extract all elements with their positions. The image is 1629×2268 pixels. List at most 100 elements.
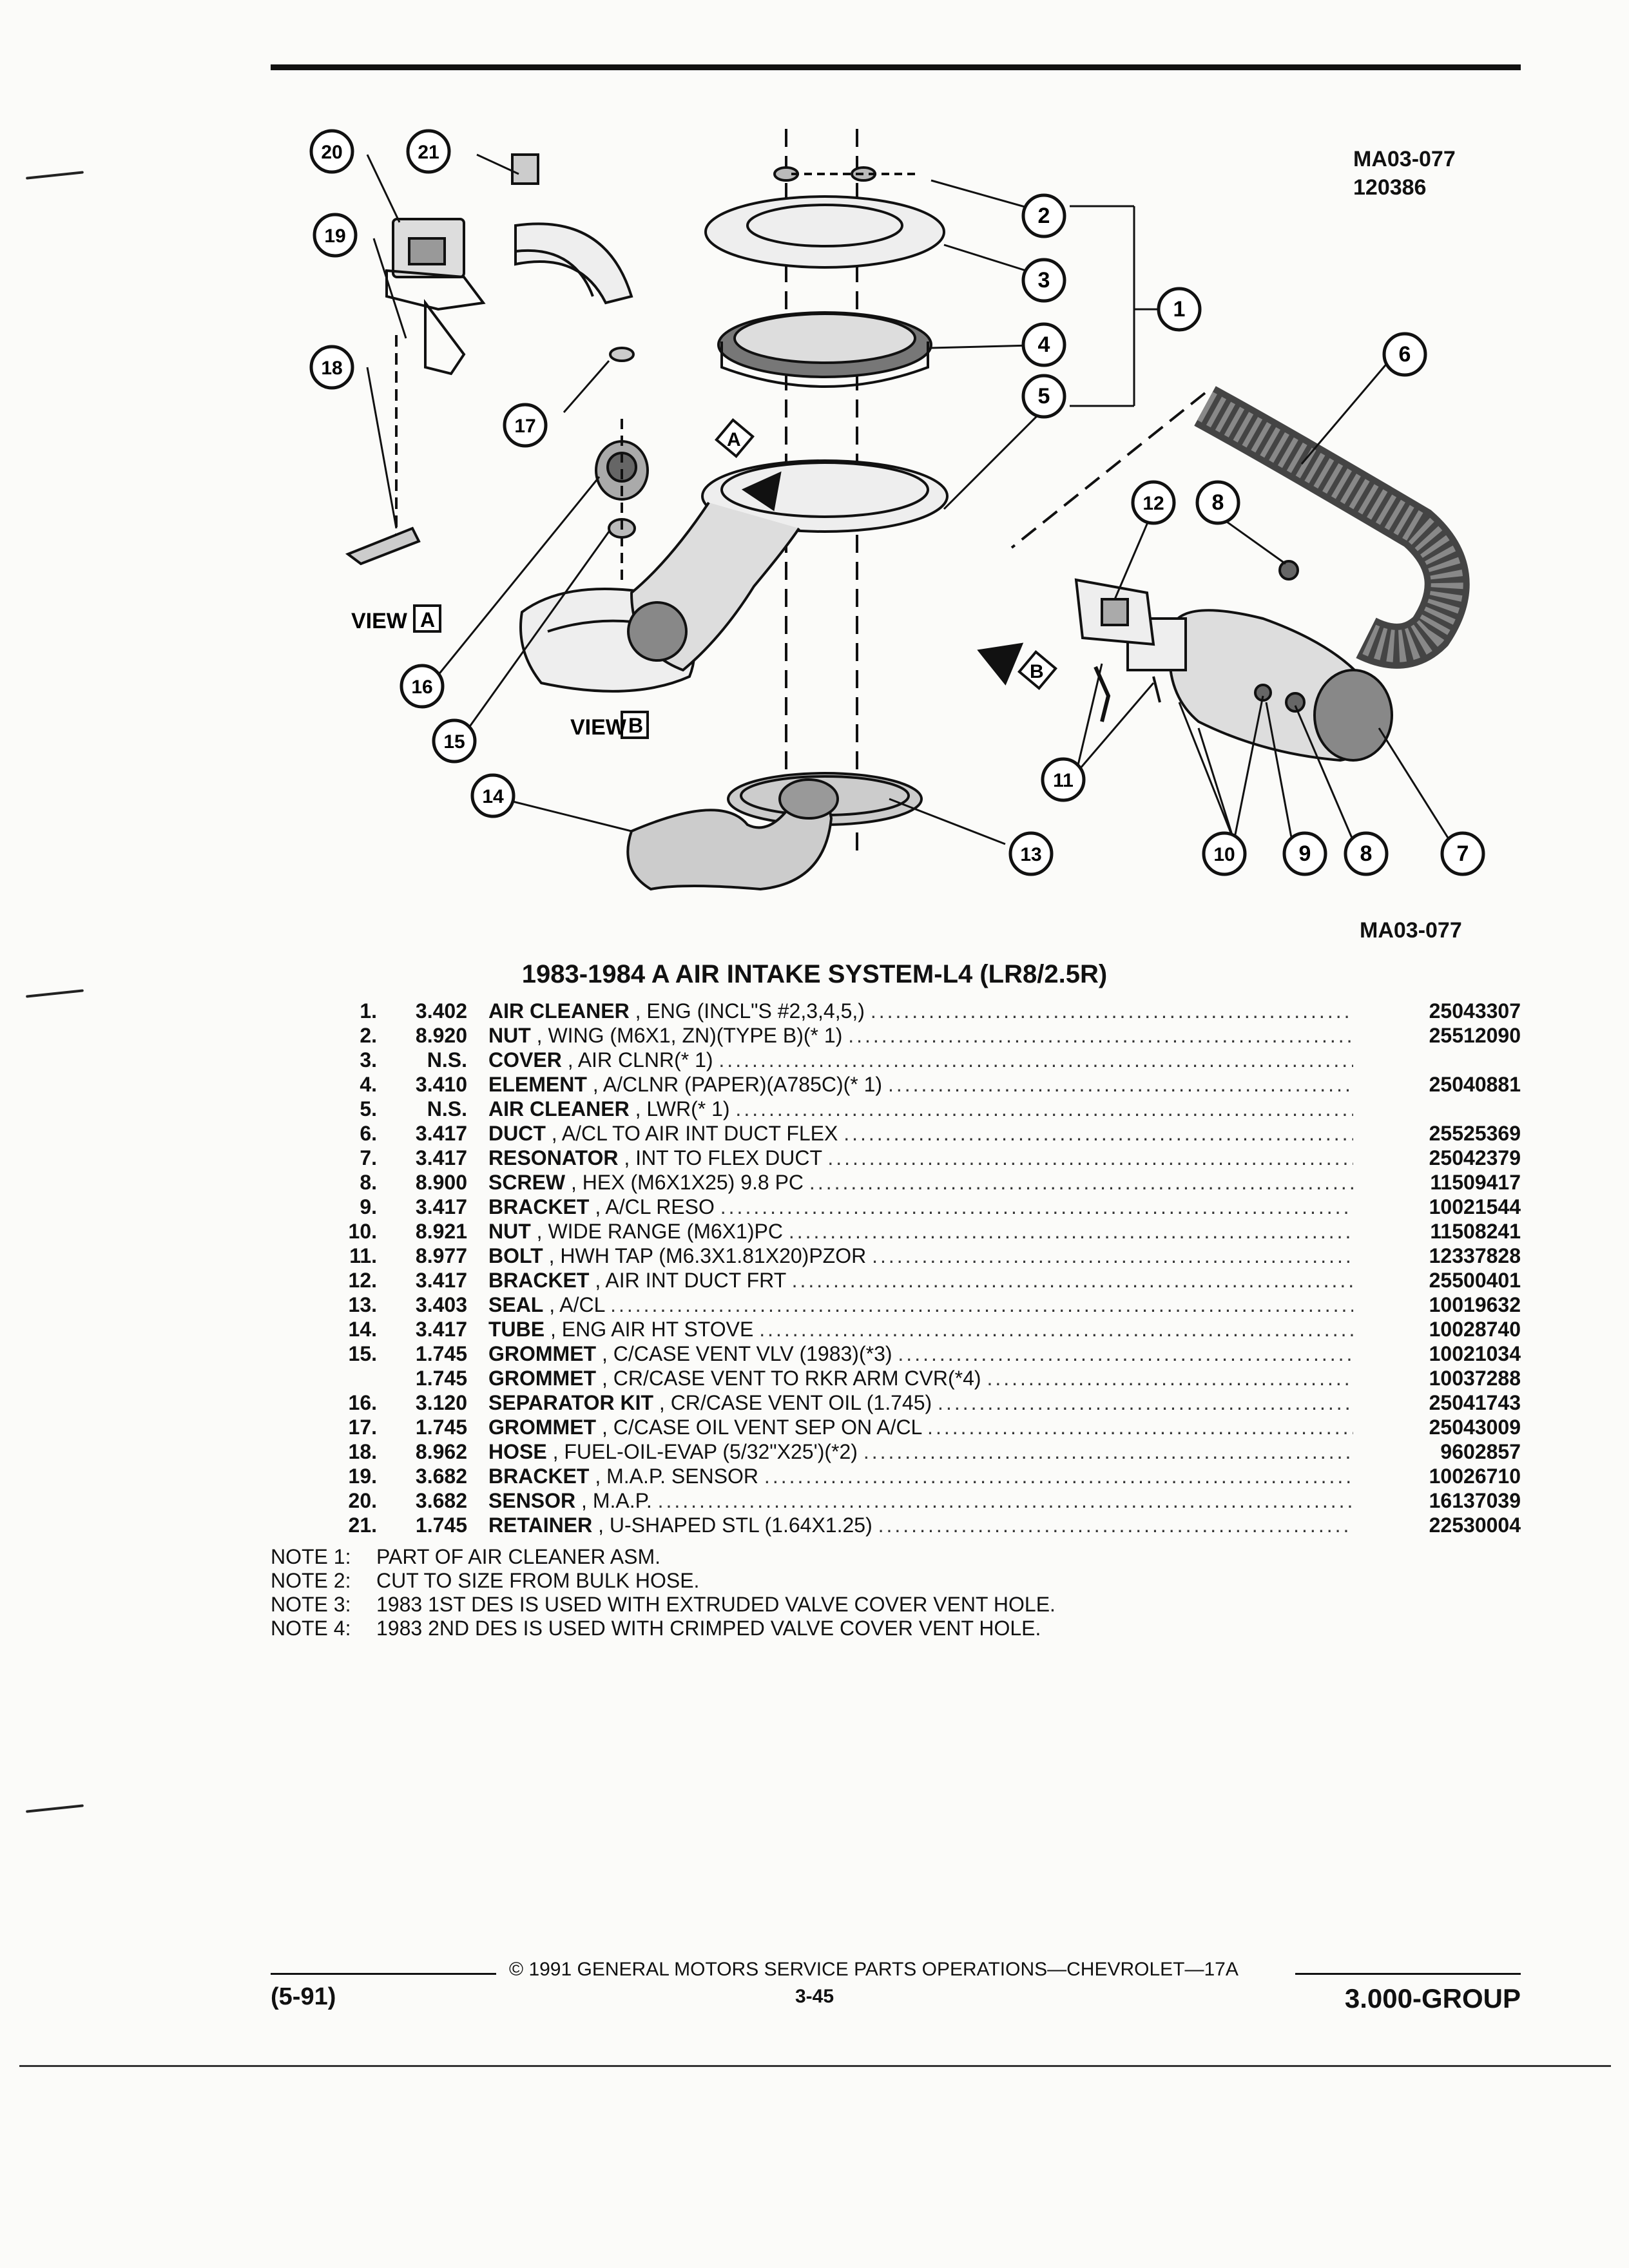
leader-dots: ........................................… [735, 1097, 1353, 1120]
part-description: BRACKET , M.A.P. SENSOR ................… [488, 1464, 1353, 1488]
part-detail: , ENG AIR HT STOVE [550, 1318, 754, 1341]
callout-13: 13 [1008, 831, 1054, 876]
map-sensor-assembly [345, 153, 633, 566]
part-name: BOLT [488, 1244, 543, 1267]
part-name: AIR CLEANER [488, 1097, 630, 1120]
item-number: 8. [360, 1171, 377, 1194]
part-description: SEPARATOR KIT , CR/CASE VENT OIL (1.745)… [488, 1390, 1353, 1415]
item-number: 17. [348, 1416, 377, 1439]
view-a-letter: A [420, 608, 435, 631]
part-number: 16137039 [1429, 1489, 1521, 1512]
callout-number: 12 [1142, 493, 1164, 514]
item-number: 3. [360, 1048, 377, 1072]
leader-dots: ........................................… [927, 1416, 1353, 1439]
item-number: 1. [360, 999, 377, 1023]
part-description: NUT , WING (M6X1, ZN)(TYPE B)(* 1) .....… [488, 1023, 1353, 1048]
note-label: NOTE 3: [271, 1593, 351, 1616]
section-title: 1983-1984 A AIR INTAKE SYSTEM-L4 (LR8/2.… [521, 960, 1108, 988]
footer-rule-left [271, 1973, 496, 1975]
callout-9: 9 [1282, 831, 1327, 876]
part-description: SENSOR , M.A.P. ........................… [488, 1488, 1353, 1513]
part-description: AIR CLEANER , ENG (INCL"S #2,3,4,5,) ...… [488, 999, 1353, 1023]
callout-number: 18 [321, 358, 342, 379]
part-description: BRACKET , AIR INT DUCT FRT .............… [488, 1268, 1353, 1293]
note-text: 1983 2ND DES IS USED WITH CRIMPED VALVE … [376, 1617, 1041, 1640]
part-detail: , WING (M6X1, ZN)(TYPE B)(* 1) [536, 1024, 843, 1047]
item-number: 10. [348, 1220, 377, 1243]
part-name: SENSOR [488, 1489, 576, 1512]
leader-dots: ........................................… [759, 1318, 1353, 1341]
leader-dots: ........................................… [878, 1514, 1353, 1537]
part-name: BRACKET [488, 1465, 590, 1488]
group-number: 8.977 [415, 1244, 467, 1267]
leader-dots: ........................................… [863, 1440, 1353, 1463]
date-code: (5-91) [271, 1983, 336, 2010]
part-description: ELEMENT , A/CLNR (PAPER)(A785C)(* 1) ...… [488, 1072, 1353, 1097]
note-label: NOTE 4: [271, 1617, 351, 1640]
callout-2: 2 [1021, 193, 1066, 238]
part-description: GROMMET , C/CASE OIL VENT SEP ON A/CL ..… [488, 1415, 1353, 1439]
item-number: 20. [348, 1489, 377, 1512]
note-text: CUT TO SIZE FROM BULK HOSE. [376, 1569, 700, 1592]
part-detail: , C/CASE OIL VENT SEP ON A/CL [601, 1416, 922, 1439]
part-description: AIR CLEANER , LWR(* 1) .................… [488, 1097, 1353, 1121]
part-number: 11509417 [1430, 1171, 1521, 1194]
callout-18: 18 [309, 345, 354, 390]
callout-11: 11 [1041, 757, 1086, 802]
arrow-a-letter: A [727, 429, 741, 450]
callout-number: 16 [411, 677, 432, 698]
part-number: 25043009 [1429, 1416, 1521, 1439]
part-detail: , C/CASE VENT VLV (1983)(*3) [601, 1342, 892, 1365]
callout-8: 8 [1195, 480, 1240, 525]
part-detail: , A/CL RESO [595, 1195, 715, 1218]
view-a-label: VIEW [351, 609, 408, 633]
part-number: 22530004 [1429, 1514, 1521, 1537]
callout-number: 17 [514, 416, 535, 437]
leader-dots: ........................................… [938, 1391, 1353, 1414]
part-number: 11508241 [1430, 1220, 1521, 1243]
group-number: 1.745 [415, 1416, 467, 1439]
part-number: 25525369 [1429, 1122, 1521, 1145]
callout-5: 5 [1021, 374, 1066, 419]
part-detail: , CR/CASE VENT TO RKR ARM CVR(*4) [601, 1367, 981, 1390]
group-number: 1.745 [415, 1342, 467, 1365]
note-text: 1983 1ST DES IS USED WITH EXTRUDED VALVE… [376, 1593, 1055, 1616]
callout-number: 4 [1038, 332, 1050, 357]
leader-dots: ........................................… [843, 1122, 1353, 1145]
part-description: TUBE , ENG AIR HT STOVE ................… [488, 1317, 1353, 1341]
part-number: 10021544 [1429, 1195, 1521, 1218]
group-number: N.S. [427, 1048, 467, 1072]
leader-dots: ........................................… [887, 1073, 1353, 1096]
part-detail: , INT TO FLEX DUCT [624, 1146, 822, 1169]
figure-code-bottom: MA03-077 [1360, 918, 1462, 943]
item-number: 13. [348, 1293, 377, 1316]
figure-date-code: 120386 [1353, 175, 1427, 200]
part-name: ELEMENT [488, 1073, 587, 1096]
part-number: 25043307 [1429, 999, 1521, 1023]
callout-number: 14 [482, 786, 504, 807]
leader-dots: ........................................… [788, 1220, 1353, 1243]
part-description: SCREW , HEX (M6X1X25) 9.8 PC ...........… [488, 1170, 1353, 1195]
copyright-notice: © 1991 GENERAL MOTORS SERVICE PARTS OPER… [509, 1959, 1239, 1980]
callout-20: 20 [309, 129, 354, 174]
group-number: 3.417 [415, 1122, 467, 1145]
part-description: GROMMET , CR/CASE VENT TO RKR ARM CVR(*4… [488, 1366, 1353, 1390]
leader-dots: ........................................… [809, 1171, 1353, 1194]
part-detail: , M.A.P. SENSOR [595, 1465, 759, 1488]
figure-code-top: MA03-077 120386 [1353, 145, 1456, 202]
item-number: 18. [348, 1440, 377, 1463]
callout-number: 10 [1213, 844, 1235, 865]
note-line: NOTE 4: 1983 2ND DES IS USED WITH CRIMPED… [271, 1617, 1055, 1640]
group-number: 3.417 [415, 1146, 467, 1169]
